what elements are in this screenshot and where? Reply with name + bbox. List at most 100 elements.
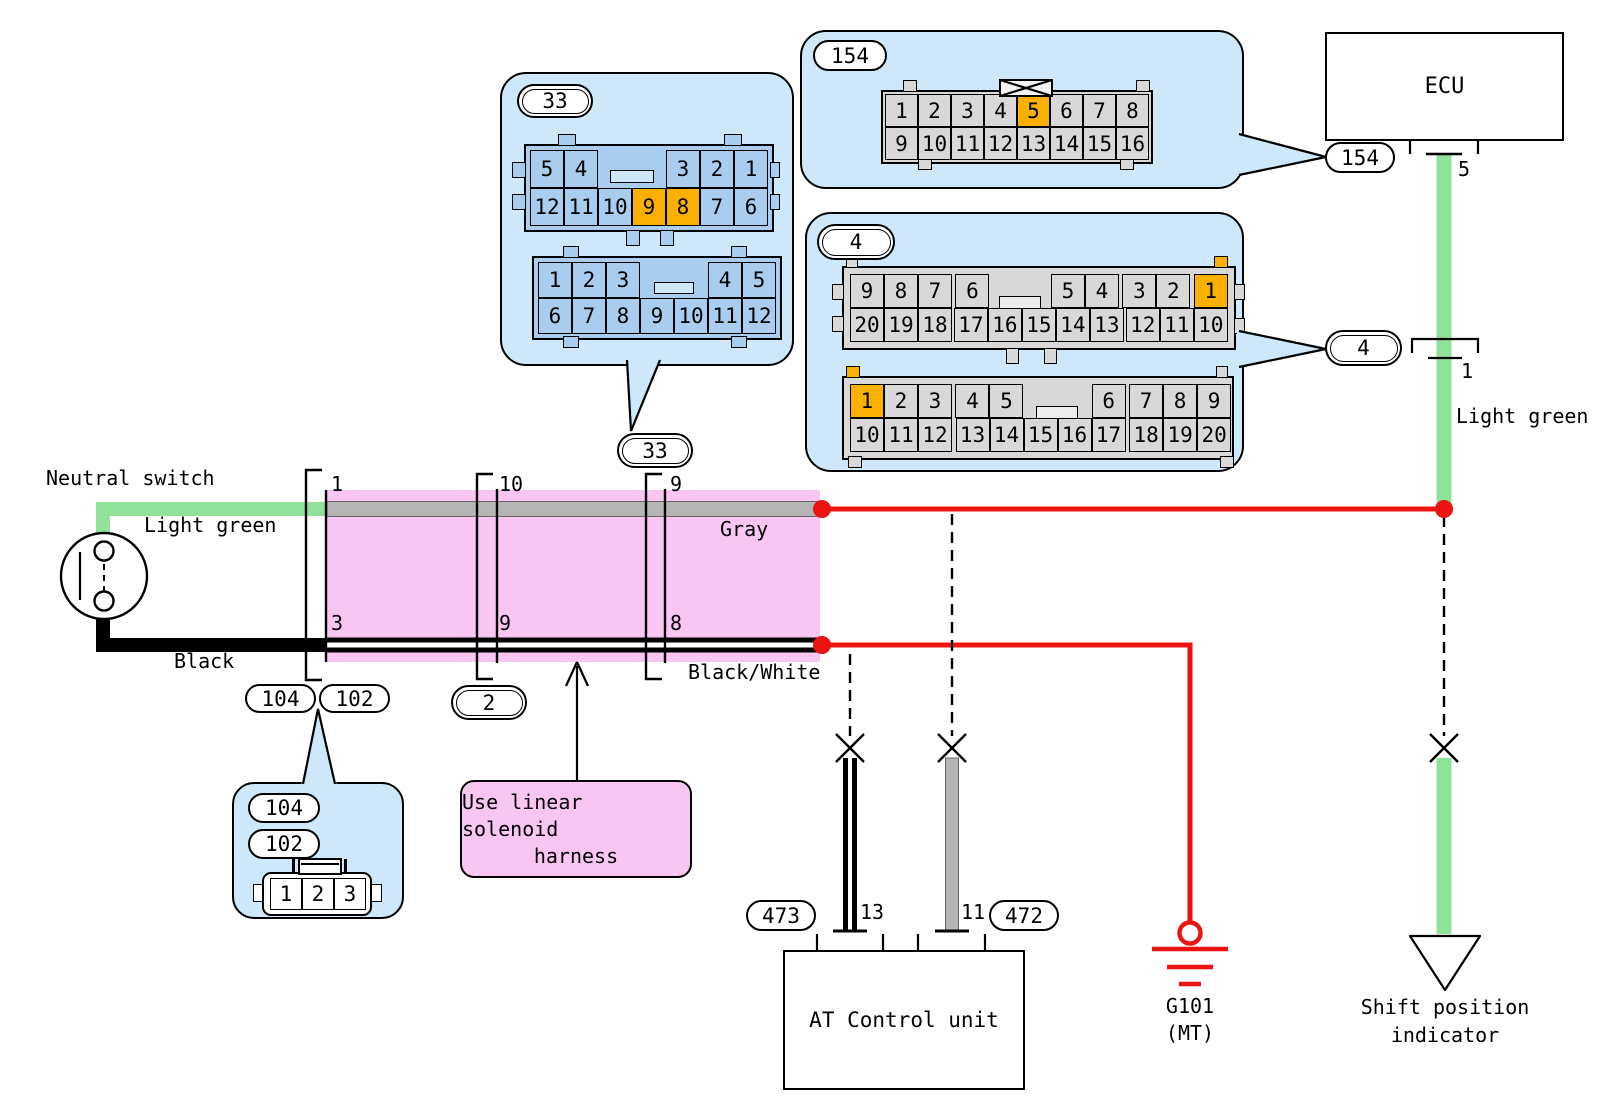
connector-pin: 10 — [674, 298, 708, 334]
gray-wire-at — [945, 757, 959, 932]
junction-dot — [1435, 500, 1453, 518]
connector-pin: 1 — [850, 384, 884, 418]
connector-pin: 6 — [1050, 94, 1083, 127]
connector-pin: 9 — [1197, 384, 1232, 418]
connector-pin: 18 — [1129, 418, 1164, 452]
connector-pin: 3 — [1122, 274, 1157, 308]
connector-ref-473-callout: 473 — [746, 900, 816, 931]
black-white-wire-at — [843, 758, 857, 931]
linear-solenoid-harness-region — [327, 490, 820, 662]
connector-tab — [626, 230, 640, 246]
connector-pin: 1 — [270, 878, 302, 910]
pin-label: 11 — [961, 900, 986, 924]
connector-pin: 11 — [951, 127, 984, 160]
connector-pin: 3 — [606, 262, 640, 298]
connector-pin: 7 — [918, 274, 952, 308]
connector-pin: 5 — [989, 384, 1024, 418]
connector-pin: 12 — [742, 298, 776, 334]
connector-tick — [344, 859, 347, 874]
connector-tab — [563, 246, 579, 258]
connector-pin: 14 — [1055, 308, 1090, 342]
callout-tail-104-102 — [301, 707, 337, 786]
connector-pin: 19 — [1163, 418, 1198, 452]
connector-tab — [1214, 256, 1228, 268]
connector-pin: 9 — [632, 188, 666, 226]
connector-latch-line — [301, 863, 339, 865]
light-green-label-right: Light green — [1456, 404, 1589, 428]
connector-pin: 10 — [1193, 308, 1228, 342]
connector-tab — [1234, 284, 1245, 300]
connector-pin: 16 — [987, 308, 1022, 342]
connector-pin: 9 — [885, 127, 918, 160]
connector-pin: 4 — [955, 384, 990, 418]
connector-ref-2-callout: 2 — [451, 685, 527, 720]
connector-pin: 10 — [850, 418, 884, 452]
connector-pin: 15 — [1023, 418, 1058, 452]
callout-tail-154 — [1237, 132, 1327, 177]
connector-pin: 4 — [984, 94, 1017, 127]
inline-connector-4-symbol — [1410, 337, 1480, 360]
connector-pin: 5 — [742, 262, 776, 298]
connector-pin: 2 — [700, 150, 734, 188]
connector-pin: 7 — [700, 188, 734, 226]
connector-pin: 8 — [606, 298, 640, 334]
at-control-unit-label: AT Control unit — [809, 1008, 999, 1032]
connector-tab — [558, 134, 576, 146]
black-wire-label: Black — [174, 649, 235, 673]
pin-label: 9 — [499, 611, 512, 635]
connector-tab — [832, 316, 844, 332]
connector-ref-104-callout: 104 — [245, 684, 316, 713]
connector-pin: 16 — [1057, 418, 1092, 452]
connector-pin: 2 — [1156, 274, 1191, 308]
harness-note-line1: Use linear solenoid — [462, 789, 583, 841]
connector-pin: 13 — [1017, 127, 1050, 160]
connector-pin: 8 — [666, 188, 700, 226]
neutral-switch-label: Neutral switch — [46, 466, 215, 490]
connector-pin: 10 — [598, 188, 632, 226]
shift-indicator-label-line1: Shift position — [1360, 995, 1530, 1019]
connector-pin: 11 — [1159, 308, 1194, 342]
connector-pin: 17 — [1091, 418, 1126, 452]
connector-pin: 3 — [334, 878, 366, 910]
connector-ref-33-callout: 33 — [617, 433, 693, 468]
connector-pin: 18 — [918, 308, 952, 342]
connector-tab — [724, 134, 742, 146]
connector-tab — [371, 884, 382, 902]
connector-pin: 2 — [302, 878, 334, 910]
connector-ref-154-panel: 154 — [813, 40, 887, 71]
connector-pin: 6 — [955, 274, 990, 308]
connector-tab — [903, 80, 917, 92]
connector-notch — [654, 282, 694, 294]
connector-pin: 13 — [955, 418, 990, 452]
connector-pin: 14 — [989, 418, 1024, 452]
connector-pin: 1 — [734, 150, 768, 188]
pin-label: 1 — [331, 472, 344, 496]
connector-tab — [1044, 348, 1057, 364]
connector-pin: 11 — [708, 298, 742, 334]
connector-tab — [731, 336, 747, 348]
connector-ref-154-callout: 154 — [1325, 142, 1395, 173]
connector-pin: 16 — [1116, 127, 1149, 160]
connector-pin: 4 — [708, 262, 742, 298]
ecu-pin-stubs — [1408, 139, 1480, 156]
connector-tab — [1006, 348, 1019, 364]
connector-pin: 10 — [918, 127, 951, 160]
connector-pin: 8 — [1116, 94, 1149, 127]
ecu-label: ECU — [1424, 74, 1465, 99]
black-wire-left — [96, 600, 327, 652]
connector-ref-472-callout: 472 — [989, 900, 1059, 931]
connector-pin: 20 — [1197, 418, 1232, 452]
connector-pin: 1 — [1193, 274, 1228, 308]
connector-pin: 12 — [1125, 308, 1160, 342]
connector-ref-4-callout: 4 — [1325, 330, 1402, 366]
connector-pin: 11 — [884, 418, 918, 452]
connector-pin: 5 — [530, 150, 564, 188]
connector-pin: 8 — [884, 274, 918, 308]
connector-pin: 6 — [734, 188, 768, 226]
connector-pin: 5 — [1050, 274, 1085, 308]
connector-pin: 20 — [850, 308, 884, 342]
connector-pin: 2 — [918, 94, 951, 127]
ground-name-label: G101 — [1165, 994, 1215, 1018]
connector-pin: 3 — [666, 150, 700, 188]
